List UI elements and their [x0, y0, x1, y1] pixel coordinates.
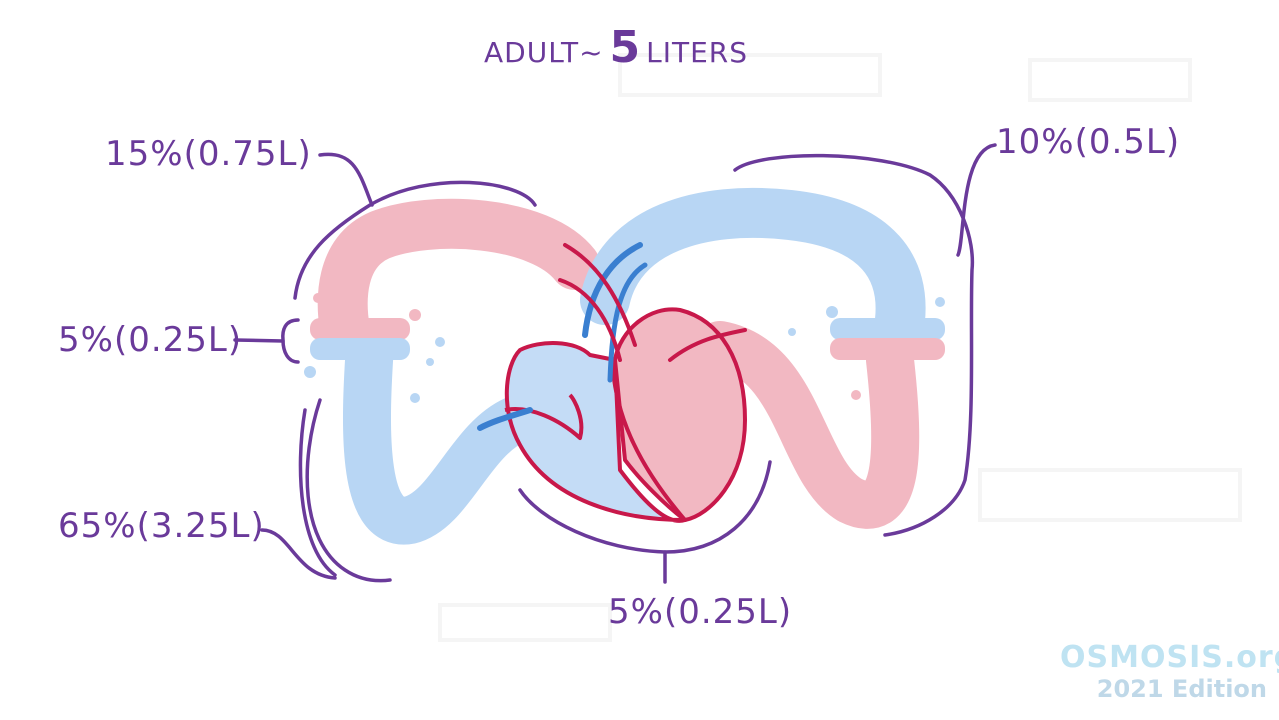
vena-cava-blue — [477, 407, 533, 431]
faded-background-sketch — [438, 53, 1242, 642]
systemic-capillary-bed-blue — [310, 338, 410, 360]
title-unit: LITERS — [646, 36, 749, 69]
pulmonary-vein-tube — [696, 321, 920, 529]
aorta-red — [563, 243, 637, 347]
label-heart-percent: 5%(0.25L) — [608, 592, 793, 632]
great-vessels — [477, 242, 747, 431]
systemic-artery-tube — [317, 198, 600, 355]
heart — [504, 307, 747, 523]
brackets — [233, 143, 997, 584]
pulmonary-vein-red — [668, 328, 747, 362]
capillaries-bracket-leader — [233, 338, 285, 343]
systemic-capillary-bed-pink — [310, 318, 410, 340]
pulmonary-artery-tube — [580, 187, 926, 345]
veins-bracket-leader — [260, 528, 337, 580]
title-tilde: ~ — [579, 36, 604, 69]
logo-brand: OSMOSIS.org — [1060, 640, 1279, 675]
osmosis-logo: OSMOSIS.org 2021 Edition — [1060, 640, 1279, 703]
systemic-vessels — [310, 198, 600, 545]
arteries-bracket-leader — [318, 152, 374, 207]
heart-septum — [610, 359, 687, 522]
veins-bracket-left — [298, 408, 337, 577]
aorta-red-2 — [558, 278, 622, 362]
pulmonary-capillary-bed-pink — [830, 338, 945, 360]
label-arteries-percent: 15%(0.75L) — [105, 134, 312, 174]
pulmonary-bracket-leader — [956, 143, 997, 257]
label-veins-percent: 65%(3.25L) — [58, 506, 265, 546]
cell-dots — [304, 293, 945, 403]
label-capillaries-percent: 5%(0.25L) — [58, 320, 243, 360]
logo-edition: 2021 Edition — [1096, 675, 1267, 703]
label-pulmonary-percent: 10%(0.5L) — [996, 122, 1181, 162]
capillaries-bracket — [281, 318, 300, 364]
pulmonary-capillary-bed-blue — [830, 318, 945, 340]
pulmonary-bracket — [733, 153, 975, 537]
title-prefix: ADULT — [484, 36, 580, 69]
systemic-vein-tube — [342, 321, 539, 545]
veins-bracket — [305, 398, 392, 583]
title-amount: 5 — [609, 22, 641, 73]
